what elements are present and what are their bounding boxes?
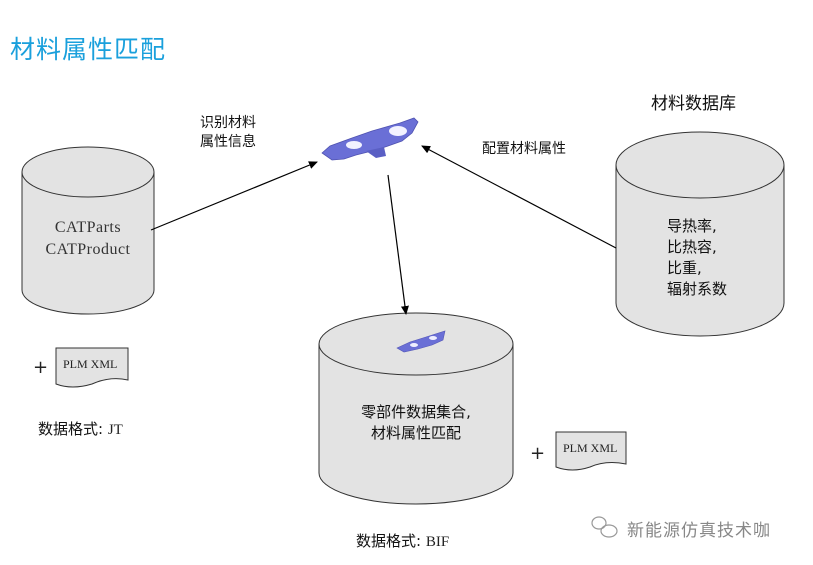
configure-label: 配置材料属性 bbox=[482, 141, 566, 157]
material-property: 辐射系数 bbox=[667, 280, 728, 298]
result-cylinder-text: 零部件数据集合, 材料属性匹配 bbox=[319, 402, 513, 444]
source-line: CATProduct bbox=[45, 241, 131, 258]
material-property: 比重, bbox=[667, 259, 702, 277]
material-db-text: 导热率, 比热容, 比重, 辐射系数 bbox=[667, 216, 727, 300]
format-value: BIF bbox=[425, 534, 450, 550]
source-line: CATParts bbox=[54, 219, 122, 236]
bottom-data-format: 数据格式: BIF bbox=[356, 532, 449, 552]
left-data-format: 数据格式: JT bbox=[38, 420, 123, 440]
arrow-db-to-part bbox=[421, 145, 617, 249]
wechat-icon bbox=[591, 516, 618, 538]
material-property: 导热率, bbox=[667, 217, 717, 235]
format-label: 数据格式: bbox=[38, 420, 104, 438]
result-line: 材料属性匹配 bbox=[370, 424, 461, 442]
format-label: 数据格式: bbox=[356, 532, 422, 550]
part-model-small-icon bbox=[396, 330, 446, 353]
page-title: 材料属性匹配 bbox=[10, 35, 167, 64]
material-db-title: 材料数据库 bbox=[651, 94, 736, 114]
arrow-source-to-part bbox=[150, 161, 318, 231]
arrow-part-to-result bbox=[387, 174, 409, 315]
material-db-cylinder bbox=[615, 131, 785, 337]
identify-label-line: 属性信息 bbox=[200, 134, 256, 150]
plm-xml-doc-left: PLM XML bbox=[63, 357, 118, 371]
plm-xml-doc-right-shape bbox=[555, 431, 627, 471]
source-cylinder bbox=[21, 146, 155, 315]
format-value: JT bbox=[107, 422, 123, 438]
plm-xml-doc-left-shape bbox=[55, 347, 129, 388]
plus-sign-right: + bbox=[530, 443, 546, 464]
result-line: 零部件数据集合, bbox=[361, 403, 471, 421]
material-property: 比热容, bbox=[667, 238, 717, 256]
identify-label-line: 识别材料 bbox=[200, 115, 256, 131]
part-model-icon bbox=[321, 117, 419, 161]
result-cylinder bbox=[318, 312, 514, 505]
source-cylinder-text: CATParts CATProduct bbox=[22, 217, 154, 261]
plus-sign-left: + bbox=[33, 357, 49, 378]
identify-label: 识别材料 属性信息 bbox=[200, 114, 256, 152]
watermark-text: 新能源仿真技术咖 bbox=[627, 521, 771, 541]
plm-xml-doc-right: PLM XML bbox=[563, 441, 618, 455]
